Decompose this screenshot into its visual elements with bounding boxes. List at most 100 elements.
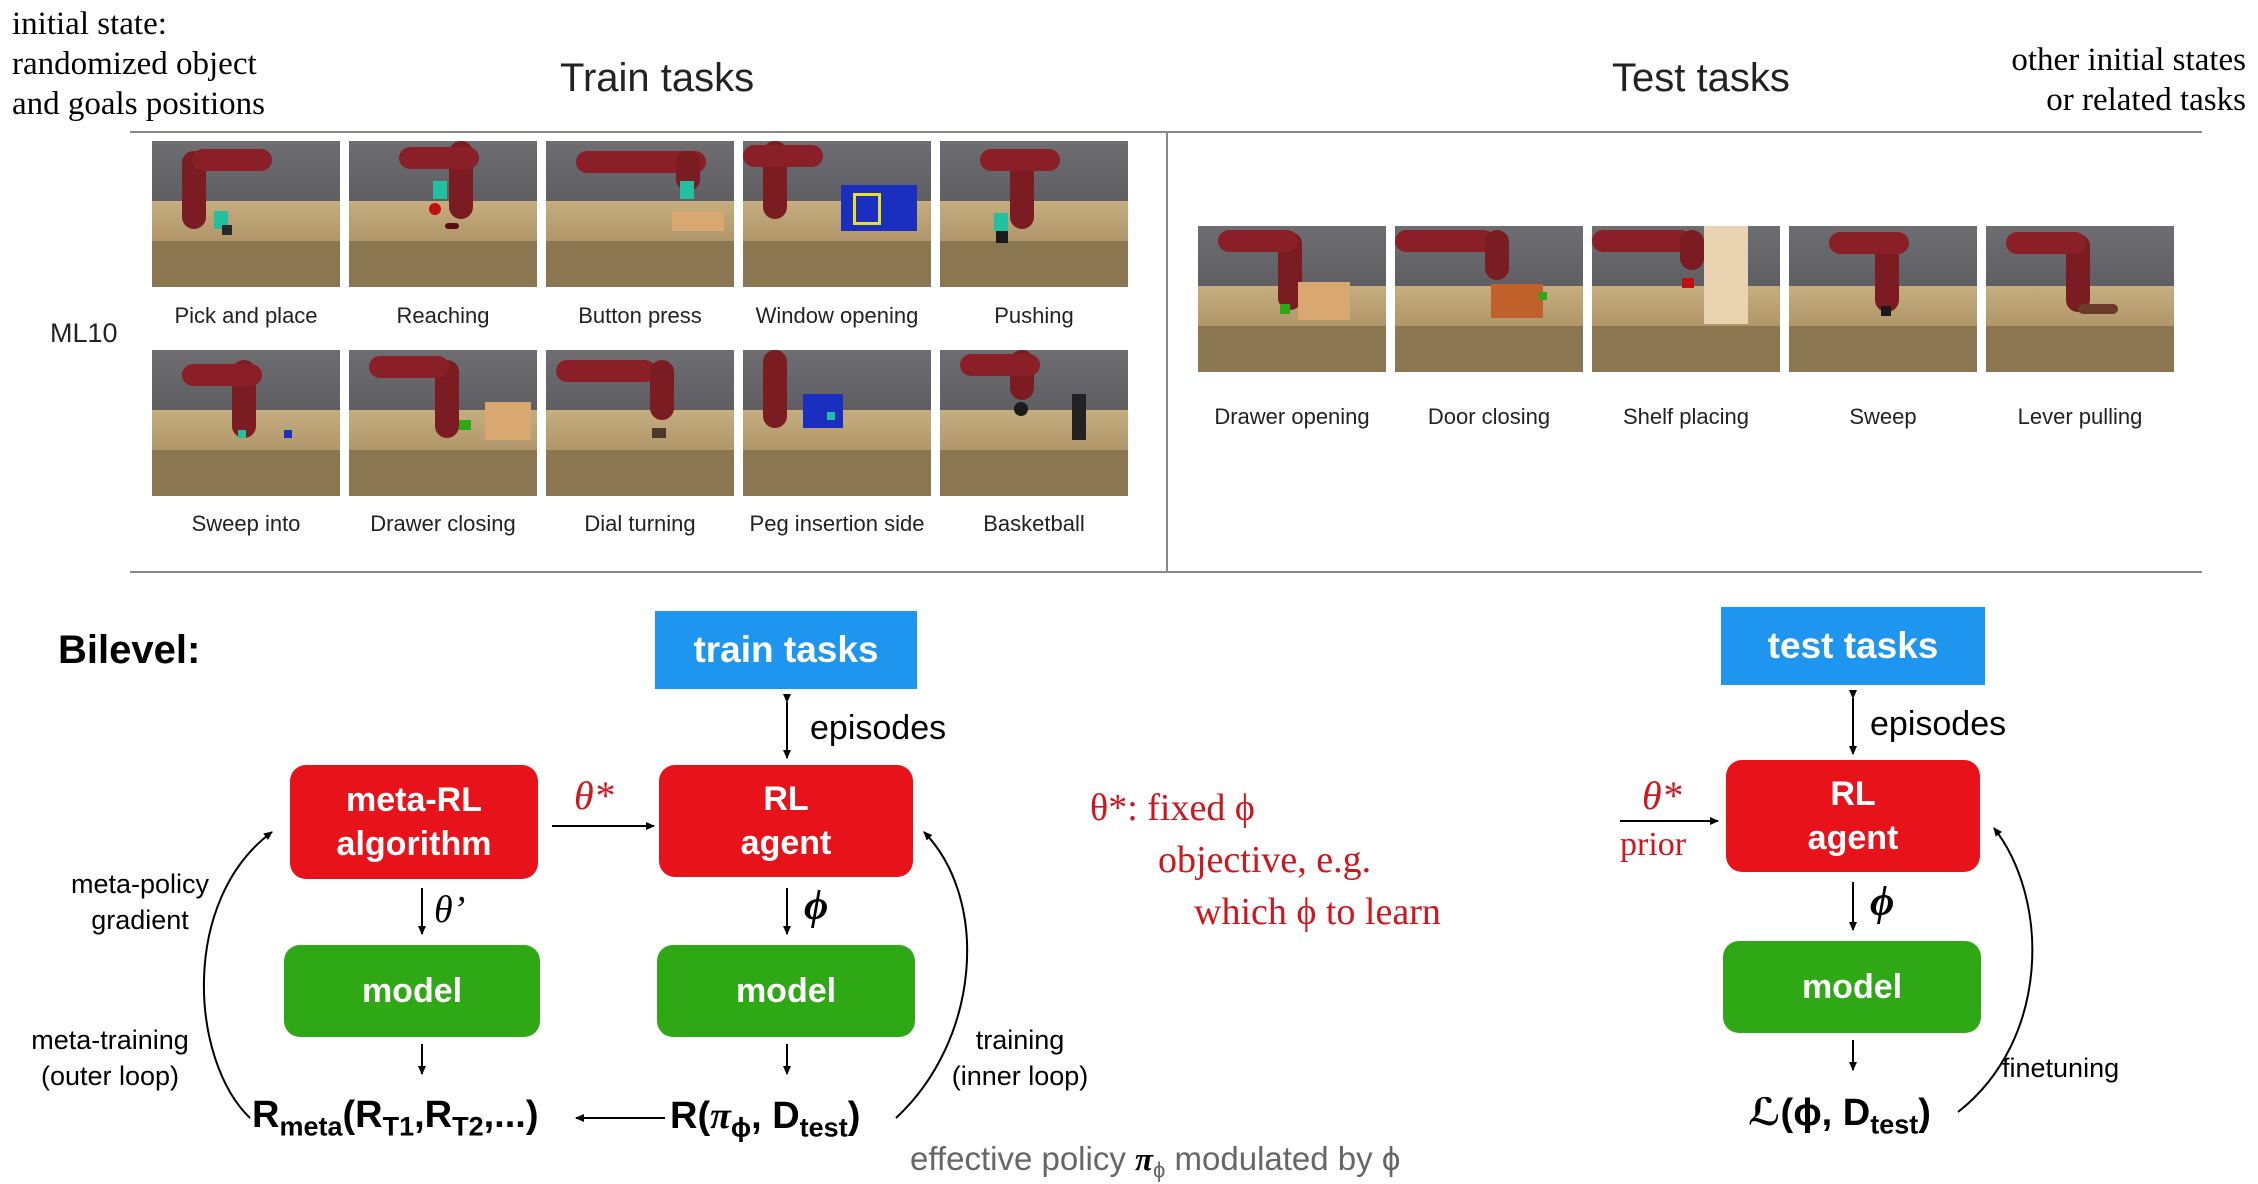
train-caption: Dial turning: [584, 511, 696, 536]
r-meta-sub2: T2: [452, 1111, 484, 1142]
model-box-train: model: [657, 945, 915, 1037]
rl-agent-box-test: RL agent: [1726, 760, 1980, 872]
r-meta-main: R: [252, 1094, 280, 1136]
thumb-button-press: [546, 141, 734, 287]
test-caption: Shelf placing: [1623, 404, 1749, 429]
thumb-sweep-into: [152, 350, 340, 496]
effective-policy-post: modulated by ϕ: [1165, 1140, 1401, 1177]
top-left-note-line: and goals positions: [12, 86, 265, 122]
model-box-test: model: [1723, 941, 1981, 1033]
train-caption: Sweep into: [191, 511, 301, 536]
divider: [1166, 131, 1168, 571]
training-line: training: [975, 1025, 1065, 1055]
effective-policy-caption: effective policy πϕ modulated by ϕ: [910, 1140, 1400, 1184]
phi-label-right: ϕ: [1870, 879, 1895, 925]
thumb-lever-pulling: [1986, 226, 2174, 372]
thumb-pick-and-place: [152, 141, 340, 287]
thumb-basketball: [940, 350, 1128, 496]
top-right-note-line: other initial states: [2011, 42, 2246, 78]
thumb-reaching: [349, 141, 537, 287]
rl-agent-line1: RL: [1830, 775, 1876, 813]
r-pi-pisub: ϕ: [730, 1112, 752, 1143]
r-meta-open: (R: [342, 1094, 383, 1136]
red-note-line: which ϕ to learn: [1194, 891, 1441, 933]
test-caption: Door closing: [1427, 404, 1551, 429]
bilevel-label: Bilevel:: [58, 628, 201, 672]
r-pi-main: R(: [670, 1095, 711, 1137]
effective-policy-pi: π: [1135, 1142, 1154, 1178]
meta-rl-algorithm-box: meta-RL algorithm: [290, 765, 538, 879]
phi-label-left: ϕ: [804, 883, 829, 929]
top-right-note: other initial states or related tasks: [2011, 40, 2246, 120]
meta-policy-gradient-line: gradient: [91, 905, 189, 935]
r-pi-formula: R(πϕ, Dtest): [670, 1094, 860, 1144]
rl-agent-line2: agent: [740, 824, 832, 862]
top-left-note-line: initial state:: [12, 6, 167, 42]
r-meta-close: ,...): [483, 1094, 539, 1136]
thumb-door-closing: [1395, 226, 1583, 372]
r-meta-formula: Rmeta(RT1,RT2,...): [252, 1094, 539, 1143]
train-caption: Basketball: [983, 511, 1085, 536]
top-right-note-line: or related tasks: [2046, 82, 2246, 118]
effective-policy-pisub: ϕ: [1153, 1157, 1166, 1183]
thumb-peg-insertion-side: [743, 350, 931, 496]
training-line: (inner loop): [951, 1061, 1089, 1091]
r-pi-close: ): [847, 1095, 861, 1137]
test-tasks-box: test tasks: [1721, 607, 1985, 685]
theta-star-label-right: θ*: [1642, 773, 1682, 818]
loss-sub: test: [1870, 1109, 1919, 1140]
top-left-note: initial state: randomized object and goa…: [12, 4, 265, 124]
thumb-drawer-closing: [349, 350, 537, 496]
episodes-label-right: episodes: [1870, 705, 2007, 743]
theta-star-label: θ*: [574, 773, 614, 818]
meta-training-label: meta-training (outer loop): [10, 1022, 210, 1094]
train-caption: Reaching: [396, 303, 490, 328]
thumb-sweep: [1789, 226, 1977, 372]
thumb-drawer-opening: [1198, 226, 1386, 372]
meta-training-line: (outer loop): [40, 1061, 180, 1091]
rl-agent-line2: agent: [1807, 819, 1899, 857]
loss-main: ℒ(ϕ, D: [1748, 1092, 1871, 1134]
thumb-dial-turning: [546, 350, 734, 496]
inner-loop-arrow: [895, 831, 969, 1119]
r-pi-pi: π: [710, 1095, 731, 1137]
r-meta-sub1: T1: [382, 1111, 415, 1142]
train-title: Train tasks: [560, 56, 755, 100]
training-label: training (inner loop): [920, 1022, 1120, 1094]
r-meta-mid: ,R: [414, 1094, 453, 1136]
rl-agent-box-train: RL agent: [659, 765, 913, 877]
train-caption: Button press: [578, 303, 702, 328]
theta-prime-label: θ’: [434, 889, 466, 931]
loss-close: ): [1918, 1092, 1931, 1134]
r-pi-sub: test: [799, 1112, 848, 1143]
outer-loop-arrow: [202, 831, 273, 1119]
meta-training-line: meta-training: [31, 1025, 189, 1055]
r-meta-sub: meta: [279, 1111, 343, 1142]
thumb-shelf-placing: [1592, 226, 1780, 372]
benchmark-label: ML10: [50, 318, 118, 348]
meta-policy-gradient-line: meta-policy: [70, 869, 210, 899]
train-caption: Peg insertion side: [749, 511, 925, 536]
red-note-line: objective, e.g.: [1158, 839, 1372, 881]
r-pi-mid: , D: [751, 1095, 800, 1137]
meta-rl-line1: meta-RL: [345, 781, 483, 819]
episodes-label-left: episodes: [810, 709, 947, 747]
train-caption: Drawer closing: [370, 511, 516, 536]
train-caption: Pushing: [994, 303, 1074, 328]
train-tasks-box: train tasks: [655, 611, 917, 689]
train-caption: Pick and place: [174, 303, 318, 328]
test-caption: Drawer opening: [1214, 404, 1370, 429]
meta-rl-line2: algorithm: [336, 825, 492, 863]
prior-label: prior: [1620, 826, 1687, 863]
test-caption: Lever pulling: [2017, 404, 2143, 429]
test-caption: Sweep: [1849, 404, 1917, 429]
thumb-pushing: [940, 141, 1128, 287]
bottom-rule: [130, 571, 2202, 573]
red-note-line: θ*: fixed ϕ: [1090, 787, 1255, 829]
rl-agent-line1: RL: [763, 780, 809, 818]
finetuning-label: finetuning: [2002, 1053, 2120, 1083]
red-note: θ*: fixed ϕ objective, e.g. which ϕ to l…: [1090, 782, 1441, 938]
meta-policy-gradient-label: meta-policy gradient: [40, 866, 240, 938]
train-caption: Window opening: [755, 303, 919, 328]
